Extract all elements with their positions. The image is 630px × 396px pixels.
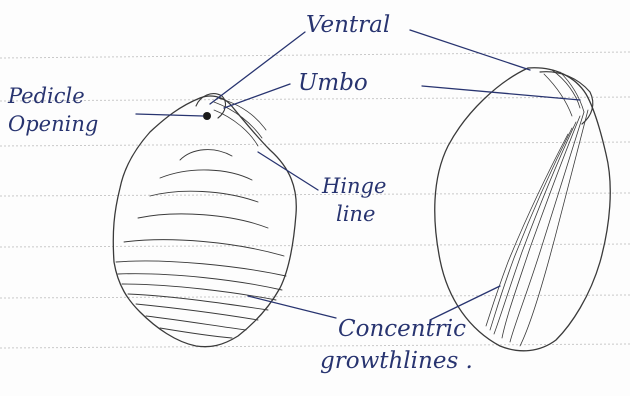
ventral-leader-right — [410, 30, 530, 70]
front-hinge-strokes — [214, 98, 266, 146]
label-concentric-line2: growthlines . — [320, 350, 473, 373]
front-growth-lines — [116, 150, 286, 338]
front-shell-outline — [113, 96, 296, 347]
side-shell-outline — [435, 68, 611, 351]
brachiopod-front-view — [113, 94, 296, 347]
label-pedicle-line2: Opening — [8, 114, 98, 135]
label-pedicle-line1: Pedicle — [8, 86, 85, 107]
side-ridge-lines — [486, 110, 588, 346]
pedicle-opening-dot — [203, 112, 211, 120]
label-hinge-line2: line — [336, 204, 375, 225]
ventral-leader-left — [210, 32, 305, 104]
label-concentric-line1: Concentric — [338, 318, 466, 341]
hinge-leader — [258, 152, 318, 190]
label-umbo: Umbo — [298, 72, 368, 95]
brachiopod-side-view — [435, 68, 611, 351]
label-hinge-line1: Hinge — [322, 176, 386, 197]
umbo-leader-left — [224, 84, 290, 108]
side-hinge-strokes — [544, 70, 584, 116]
label-ventral: Ventral — [306, 14, 390, 37]
